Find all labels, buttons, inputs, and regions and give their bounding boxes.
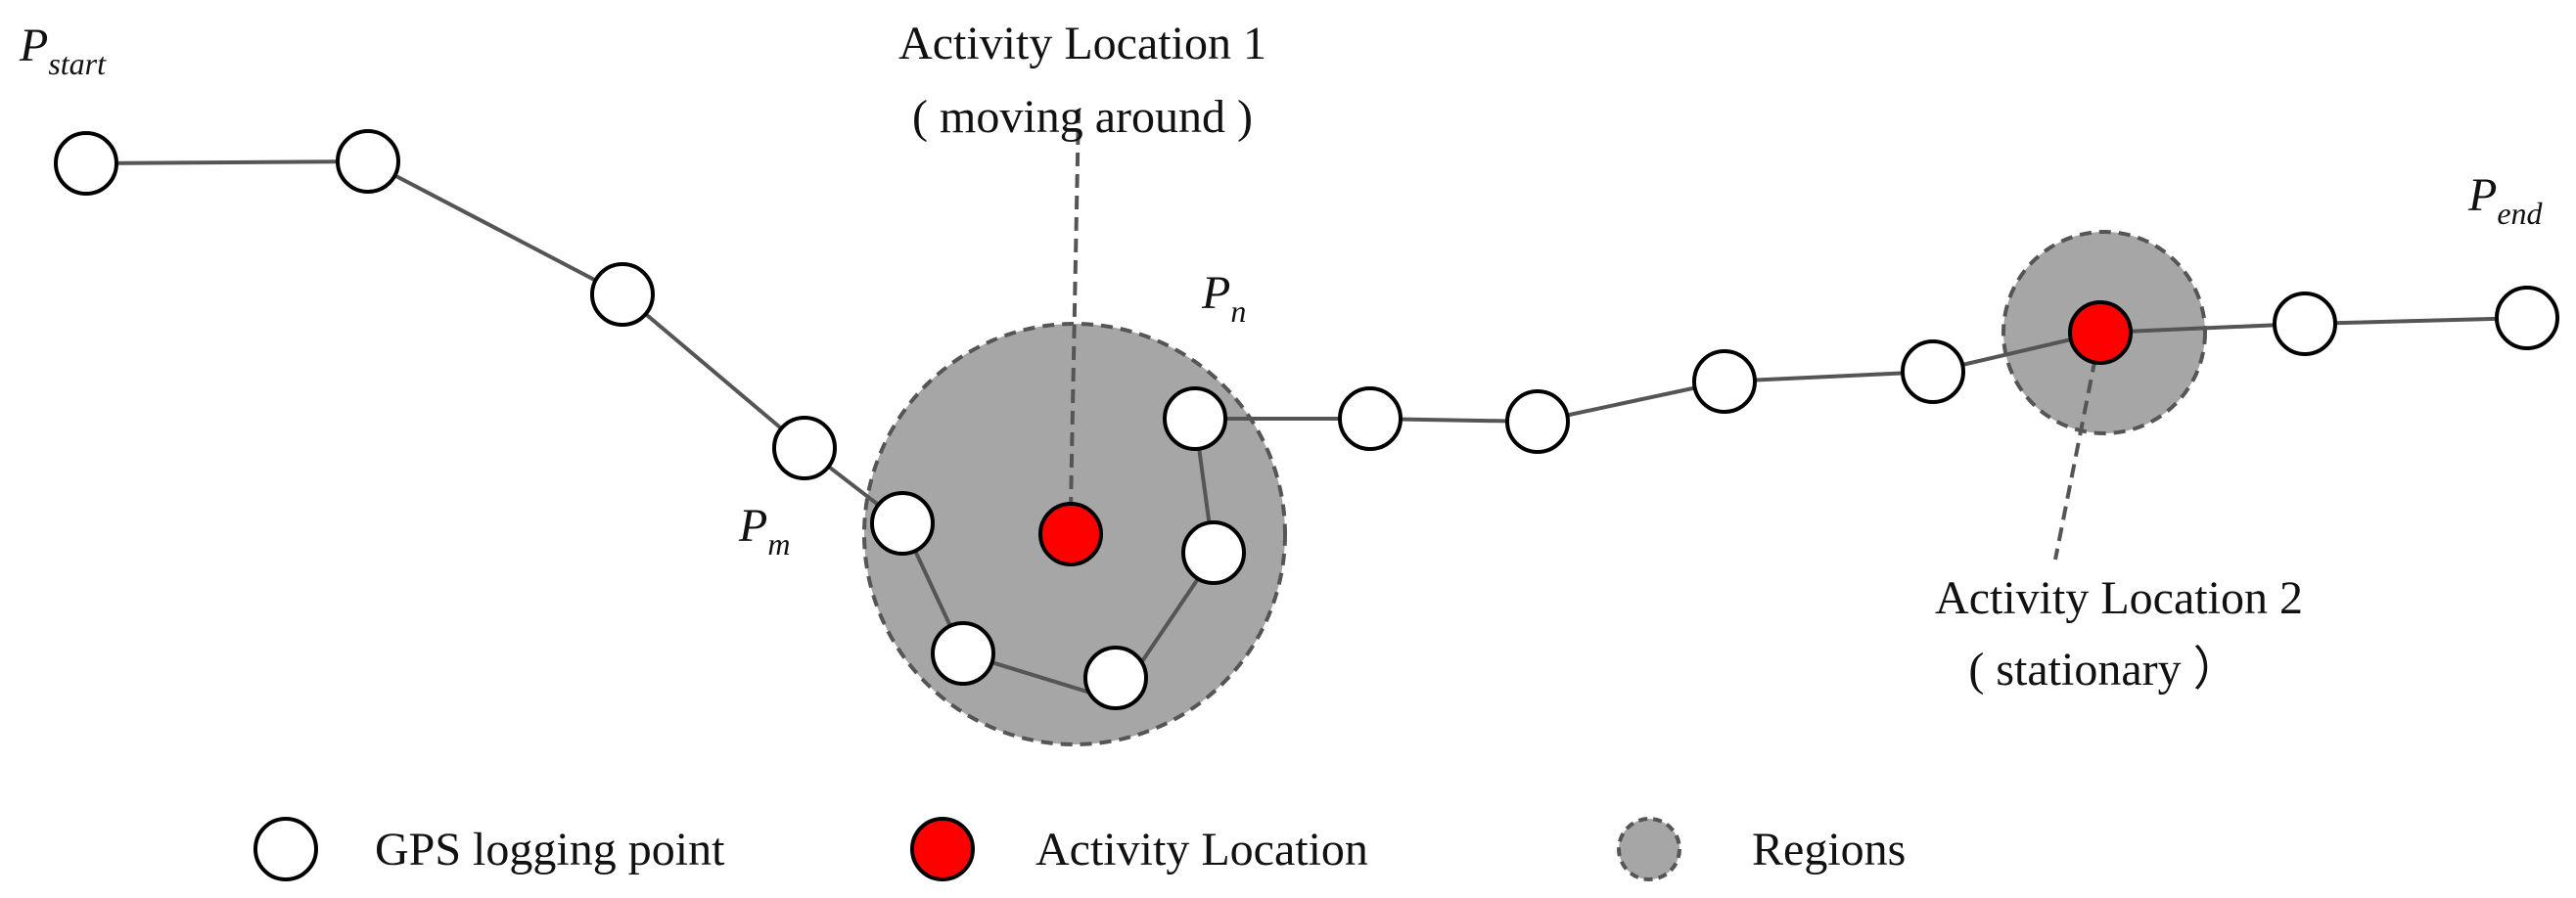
legend-gps-label: GPS logging point — [375, 824, 725, 876]
gps-point-n — [1163, 386, 1227, 451]
gps-point — [54, 131, 118, 196]
gps-points — [54, 129, 2559, 710]
legend: GPS logging point Activity Location Regi… — [253, 817, 1906, 881]
label-p-end: Pend — [2467, 169, 2544, 231]
legend-regions-swatch — [1617, 817, 1681, 881]
gps-point — [2273, 292, 2337, 356]
gps-point — [590, 262, 655, 327]
label-p-n-sub: n — [1230, 293, 1246, 329]
legend-gps-swatch — [253, 817, 318, 881]
label-p-start-sub: start — [48, 46, 107, 81]
gps-point — [1181, 520, 1246, 585]
gps-point — [1083, 646, 1148, 710]
gps-point — [1505, 389, 1570, 454]
trajectory-path — [85, 158, 2528, 703]
gps-point — [2495, 286, 2559, 350]
label-p-n-base: P — [1201, 267, 1230, 319]
activity-1-subtitle: ( moving around ) — [912, 91, 1253, 143]
label-p-start: Pstart — [19, 20, 107, 81]
gps-point — [1901, 339, 1965, 404]
activity-location-2 — [2068, 300, 2133, 365]
callout-line-1 — [1069, 109, 1081, 510]
activity-2-title: Activity Location 2 — [1935, 572, 2303, 624]
gps-point — [1692, 349, 1757, 414]
activity-2-subtitle: ( stationary ） — [1968, 644, 2239, 696]
legend-activity-label: Activity Location — [1035, 824, 1368, 876]
gps-point — [1338, 386, 1403, 451]
label-p-m: Pm — [738, 500, 790, 561]
label-p-m-base: P — [738, 500, 767, 552]
legend-regions-label: Regions — [1752, 824, 1906, 876]
label-p-end-base: P — [2467, 169, 2497, 221]
label-p-end-sub: end — [2497, 196, 2543, 231]
callout-line-2 — [2053, 337, 2101, 561]
gps-point — [772, 416, 837, 480]
label-p-start-base: P — [19, 20, 48, 71]
gps-point — [336, 129, 400, 194]
gps-point-m — [870, 491, 935, 556]
label-p-n: Pn — [1201, 267, 1246, 329]
activity-location-1 — [1038, 502, 1103, 566]
label-p-m-sub: m — [767, 526, 790, 561]
activity-1-title: Activity Location 1 — [898, 18, 1266, 69]
gps-point — [931, 621, 995, 686]
legend-activity-swatch — [910, 817, 975, 881]
